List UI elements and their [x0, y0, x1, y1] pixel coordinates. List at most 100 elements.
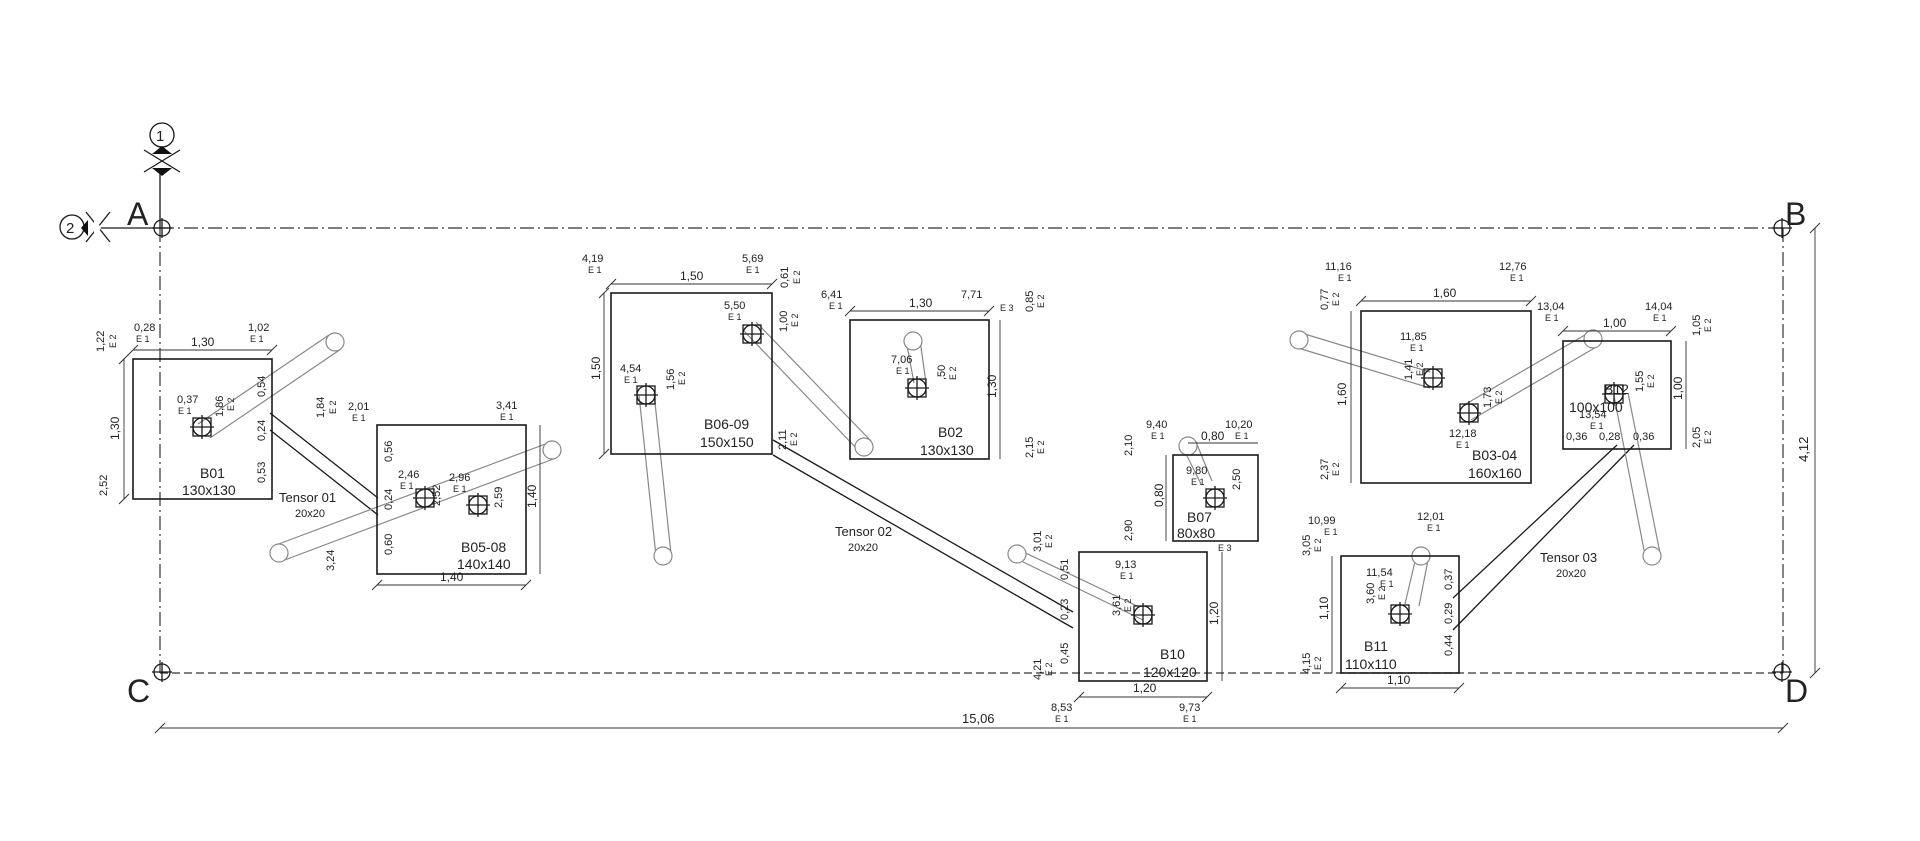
footing-b06-09-size: 150x150	[700, 434, 754, 450]
footing-b07-size: 80x80	[1177, 525, 1215, 541]
dim-label: E 1	[352, 413, 366, 423]
dim-label: E 1	[746, 265, 760, 275]
dim-label: E 1	[1510, 273, 1524, 283]
dim-label: ,50	[936, 365, 948, 380]
section-marker-2: 2	[59, 211, 111, 243]
dim-label: 0,44	[1443, 635, 1455, 656]
footing-b07-outline	[1172, 454, 1259, 542]
dim-label: E 2	[792, 270, 802, 284]
dim-label: E 2	[1313, 656, 1323, 670]
dim-label: 9,40	[1146, 419, 1167, 431]
footing-b01-height: 1,30	[108, 416, 122, 440]
dim-label: 0,36	[1633, 431, 1654, 443]
dim-label: 1,00	[778, 311, 790, 332]
dim-label: 0,51	[1059, 559, 1071, 580]
dim-label: 11,54	[1366, 567, 1393, 579]
footing-b03-04-id: B03-04	[1472, 447, 1517, 463]
dim-label: E 1	[728, 312, 742, 322]
footing-b02-height: 1,30	[985, 374, 999, 398]
axis-label-d: D	[1785, 673, 1808, 709]
dim-label: 0,24	[256, 420, 268, 441]
drain-pipes	[197, 321, 1662, 621]
dim-label: 2,37	[1319, 459, 1331, 480]
column-icon	[466, 493, 490, 517]
footing-b03-04-width: 1,60	[1433, 286, 1457, 300]
footing-b12-outline	[1562, 340, 1672, 450]
dim-label: 6,41	[821, 289, 842, 301]
dim-label: E 1	[1055, 714, 1069, 724]
footing-b12: B12 100x100 1,00 1,00 13,04 E 1 14,04 E …	[1537, 301, 1713, 450]
dim-label: 1,22	[95, 331, 107, 352]
dim-label: E 1	[136, 334, 150, 344]
dim-label: 1,86	[214, 396, 226, 417]
dim-label: E 1	[1427, 523, 1441, 533]
tensor-02-name: Tensor 02	[835, 524, 892, 539]
footing-b06-09-height: 1,50	[589, 356, 603, 380]
dim-label: 9,13	[1115, 559, 1136, 571]
footing-b06-09-width: 1,50	[680, 269, 704, 283]
footing-b06-09: B06-09 150x150 1,50 1,50 4,19 E 1 5,69 E…	[582, 253, 802, 460]
dim-label: 0,36	[1566, 431, 1587, 443]
tensor-01-name: Tensor 01	[279, 490, 336, 505]
tensor-02-size: 20x20	[848, 542, 878, 554]
footing-b07-height: 0,80	[1152, 483, 1166, 507]
dim-label: E 2	[1415, 362, 1425, 376]
dim-label: E 1	[1338, 273, 1352, 283]
tensor-03-size: 20x20	[1556, 568, 1586, 580]
dim-label: 8,53	[1051, 702, 1072, 714]
dim-label: 2,52	[431, 485, 443, 506]
footing-b10: B10 120x120 1,20 1,20 3,01 E 2 4,21 E 2 …	[1032, 531, 1223, 724]
dim-label: 3,61	[1111, 595, 1123, 616]
footing-b02-width: 1,30	[909, 296, 933, 310]
dim-label: E 3	[1000, 303, 1014, 313]
dim-label: E 2	[1377, 586, 1387, 600]
dim-label: E 2	[328, 400, 338, 414]
dim-label: 2,90	[1123, 520, 1135, 541]
footing-b01-width: 1,30	[191, 335, 215, 349]
overall-height-label: 4,12	[1796, 437, 1811, 462]
axis-label-c: C	[127, 673, 150, 709]
dim-label: 2,46	[398, 469, 419, 481]
dim-label: 0,37	[177, 394, 198, 406]
dim-label: 3,05	[1301, 535, 1313, 556]
footing-b12-size: 100x100	[1569, 399, 1623, 415]
footing-b07-width: 0,80	[1201, 429, 1225, 443]
dim-label: 12,01	[1417, 511, 1445, 523]
dim-label: 2,11	[777, 429, 789, 450]
dim-label: 1,84	[315, 397, 327, 418]
dim-label: 12,18	[1449, 428, 1477, 440]
dim-label: 14,04	[1645, 301, 1673, 313]
dim-label: E 1	[588, 265, 602, 275]
footing-b02: B02 130x130 1,30 1,30 6,41 E 1 7,71 E 3 …	[821, 289, 1046, 460]
dim-label: 12,76	[1499, 261, 1527, 273]
dim-label: 13,04	[1537, 301, 1565, 313]
dim-label: E 1	[1191, 477, 1205, 487]
column-icon	[1457, 401, 1481, 425]
footing-b06-09-id: B06-09	[704, 416, 749, 432]
tensor-03: Tensor 03 20x20	[1452, 444, 1635, 631]
footing-b03-04-height: 1,60	[1335, 382, 1349, 406]
footing-b05-08-size: 140x140	[457, 556, 511, 572]
dim-label: E 1	[453, 484, 467, 494]
footing-b12-width: 1,00	[1603, 316, 1627, 330]
footing-b05-08-outline	[376, 424, 527, 575]
dim-label: 1,05	[1691, 315, 1703, 336]
dim-label: 2,96	[449, 472, 470, 484]
dim-label: 11,85	[1400, 331, 1427, 343]
dim-label: E 2	[789, 432, 799, 446]
dim-label: 7,06	[891, 354, 912, 366]
footing-b11-size: 110x110	[1345, 656, 1397, 672]
tensor-01-size: 20x20	[295, 508, 325, 520]
dim-label: 4,54	[620, 363, 641, 375]
dim-label: 0,56	[383, 441, 395, 462]
dim-label: E 2	[226, 397, 236, 411]
footing-b02-outline	[849, 319, 990, 460]
column-icon	[1421, 366, 1445, 390]
dim-label: 11,16	[1325, 261, 1352, 273]
dim-label: E 2	[108, 334, 118, 348]
column-icon	[1203, 486, 1227, 510]
tensor-03-name: Tensor 03	[1540, 550, 1597, 565]
dim-label: 3,60	[1365, 583, 1377, 604]
dim-label: E 2	[1703, 318, 1713, 332]
footing-b03-04-outline	[1360, 310, 1532, 484]
